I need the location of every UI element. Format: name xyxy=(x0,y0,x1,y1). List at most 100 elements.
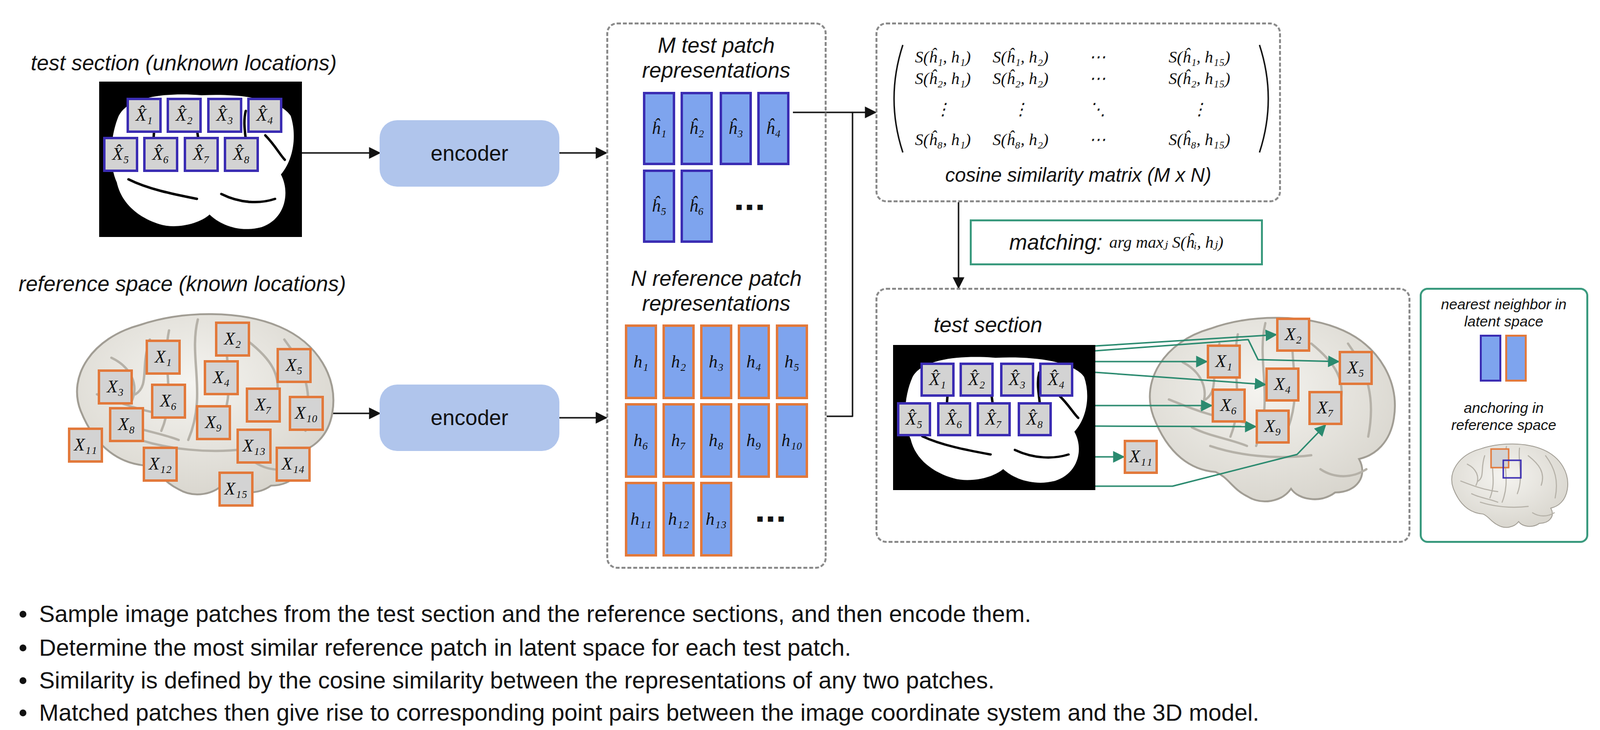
node-label: h₁ xyxy=(633,351,649,372)
node-label: h₈ xyxy=(708,430,725,451)
bullet-text: Matched patches then give rise to corres… xyxy=(39,699,1259,726)
test-patch: X̂₆ xyxy=(937,402,972,437)
node-label: X₁ xyxy=(154,346,172,367)
matrix-cell: ⋯ xyxy=(1077,47,1117,67)
test-patch: X̂₅ xyxy=(896,402,932,437)
test-patch: X̂₈ xyxy=(1017,402,1052,437)
node-label: X₁₀ xyxy=(294,403,318,424)
node-label: X̂₄ xyxy=(256,105,274,126)
node-label: X̂₄ xyxy=(1047,369,1066,390)
matrix-cell: S(ĥ₈, h₂) xyxy=(982,129,1059,150)
section-image-shape xyxy=(99,81,302,237)
node-label: X̂₃ xyxy=(216,105,234,126)
node-label: h₉ xyxy=(746,430,762,451)
node-label: ĥ₁ xyxy=(651,118,667,139)
node-label: ĥ₃ xyxy=(728,118,744,139)
node-label: ĥ₆ xyxy=(689,195,705,216)
match-arrow xyxy=(1095,405,1212,407)
match-arrow xyxy=(1095,456,1124,458)
reference-vector: h₂ xyxy=(662,324,695,400)
node-heading: nearest neighbor in latent space xyxy=(1437,296,1570,330)
reference-patch: X₁₅ xyxy=(218,471,254,507)
node-label: X₇ xyxy=(1317,397,1335,418)
test-patch: X̂₄ xyxy=(247,97,283,133)
reference-patch: X₆ xyxy=(1211,388,1246,423)
node-label: h₁₀ xyxy=(781,430,803,451)
test-patch: X̂₂ xyxy=(959,362,994,397)
node-label: h₅ xyxy=(784,351,800,372)
reference-patch: X₁ xyxy=(1206,344,1241,379)
node-label: h₃ xyxy=(708,351,725,372)
bullet-dot xyxy=(19,677,27,684)
reference-vector: h₈ xyxy=(700,403,733,478)
reference-vector: h₁₁ xyxy=(624,481,658,557)
matrix-cell: S(ĥ₁, h₁) xyxy=(904,47,982,67)
matrix-cell: ⋯ xyxy=(1077,68,1117,88)
reference-patch: X₁₄ xyxy=(275,446,311,482)
node-label: X₂ xyxy=(224,328,242,349)
node-label: encoder xyxy=(430,405,509,431)
test-vector: ĥ₆ xyxy=(680,169,713,243)
node-label: X₄ xyxy=(213,367,231,388)
node-label: h₁₂ xyxy=(667,509,689,530)
legend-test-patch xyxy=(1503,460,1521,478)
reference-patch: X₉ xyxy=(1255,409,1290,444)
reference-patch: X₉ xyxy=(195,405,232,441)
node-label: X̂₈ xyxy=(233,144,251,165)
node-label: X₆ xyxy=(160,390,178,411)
node-label: X̂₁ xyxy=(135,105,153,126)
reference-vector: h₇ xyxy=(662,403,695,478)
ellipsis-mark: ▪▪▪ xyxy=(735,194,768,220)
bullet-dot xyxy=(19,644,27,652)
matrix-cell: ⋮ xyxy=(904,99,982,119)
matrix-bracket xyxy=(1259,44,1269,153)
reference-vector: h₄ xyxy=(737,324,770,400)
node-label: X₁₂ xyxy=(148,453,172,474)
node-label: h₇ xyxy=(671,430,687,451)
bullet-text: Sample image patches from the test secti… xyxy=(39,600,1032,628)
node-heading: test section xyxy=(933,312,1110,338)
legend-reference-patch xyxy=(1491,448,1509,468)
test-patch: X̂₄ xyxy=(1039,362,1074,397)
reference-vector: h₁ xyxy=(624,324,658,400)
node-label: X₆ xyxy=(1220,395,1238,416)
dashed-panel: S(ĥ₁, h₁)S(ĥ₁, h₂)⋯S(ĥ₁, h₁₅)S(ĥ₂, h₁)S(… xyxy=(875,22,1281,203)
node-label: X₁ xyxy=(1215,351,1233,372)
node-heading: test section (unknown locations) xyxy=(30,50,403,76)
dashed-panel: M test patch representationsN reference … xyxy=(606,22,827,569)
test-vector: ĥ₃ xyxy=(719,91,752,166)
reference-patch: X₁ xyxy=(145,339,181,375)
result-brain xyxy=(1150,317,1396,502)
test-patch: X̂₃ xyxy=(207,97,243,133)
reference-patch: X₆ xyxy=(150,383,187,419)
node-label: X₄ xyxy=(1274,374,1292,395)
test-patch: X̂₇ xyxy=(183,136,219,172)
bullet-dot xyxy=(19,610,27,618)
encoder-box: encoder xyxy=(379,384,560,451)
node-heading: reference space (known locations) xyxy=(18,271,410,297)
reference-vector: h₃ xyxy=(700,324,733,400)
node-heading: N reference patch representations xyxy=(608,266,824,316)
node-label: ĥ₂ xyxy=(689,118,705,139)
node-label: X̂₂ xyxy=(968,369,986,390)
matrix-cell: ⋱ xyxy=(1077,99,1117,119)
matrix-cell: S(ĥ₈, h₁₅) xyxy=(1150,129,1249,150)
node-label: arg maxⱼ S(ĥᵢ, hⱼ) xyxy=(1109,232,1224,252)
brain-model: reference space (known locations)X₁X₂X₃X… xyxy=(53,302,342,513)
reference-patch: X₁₂ xyxy=(142,446,178,482)
reference-patch: X₇ xyxy=(1308,390,1343,426)
test-patch: X̂₈ xyxy=(223,136,259,172)
section-image-shape xyxy=(893,344,1096,491)
flow-arrow xyxy=(559,152,607,154)
node-label: h₁₃ xyxy=(705,509,727,530)
node-label: X₉ xyxy=(1264,416,1282,437)
reference-patch: X₇ xyxy=(245,387,281,423)
node-label: X₅ xyxy=(285,355,303,376)
reference-patch: X₂ xyxy=(214,321,251,357)
reference-patch: X₄ xyxy=(203,360,239,396)
test-patch: X̂₆ xyxy=(143,136,179,172)
node-label: h₂ xyxy=(671,351,687,372)
flow-arrow xyxy=(826,112,876,417)
node-label: X₁₄ xyxy=(281,453,305,474)
